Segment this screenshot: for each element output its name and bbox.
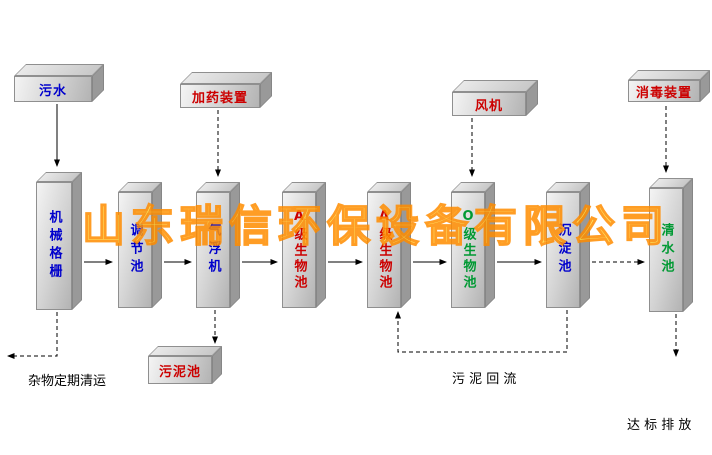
box-side-face (72, 172, 82, 310)
box-front-face: 机械格栅 (36, 182, 72, 310)
note-sludge-return: 污 泥 回 流 (452, 372, 517, 387)
box-front-face: 调节池 (118, 192, 152, 308)
box-bio-o-label: O级生物池 (460, 209, 476, 291)
box-grille-label: 机械格栅 (46, 210, 62, 282)
box-front-face: 污泥池 (148, 356, 212, 384)
box-front-face: 加药装置 (180, 84, 260, 108)
box-fan-label: 风机 (474, 98, 503, 114)
box-top-face (14, 64, 104, 76)
box-front-face: 清水池 (649, 188, 683, 312)
box-sludge-label: 污泥池 (158, 364, 201, 380)
box-sedimentation-label: 沉淀池 (555, 223, 571, 277)
arrow-sludge-return-line (395, 310, 568, 353)
box-front-face: O级生物池 (451, 192, 485, 308)
arrow-grille-to-waste-removal (7, 312, 58, 359)
box-dosing-label: 加药装置 (191, 90, 248, 106)
box-bio-a2-label: A级生物池 (376, 209, 392, 291)
box-front-face: A级生物池 (367, 192, 401, 308)
box-front-face: 气浮机 (196, 192, 230, 308)
box-regulating-label: 调节池 (127, 223, 143, 277)
box-side-face (683, 178, 693, 312)
box-front-face: 沉淀池 (546, 192, 580, 308)
box-disinfection-label: 消毒装置 (635, 85, 692, 101)
box-top-face (628, 70, 710, 80)
company-watermark: 山东瑞信环保设备有限公司 (81, 201, 670, 253)
note-waste-removal: 杂物定期清运 (28, 374, 107, 389)
box-front-face: 污水 (14, 76, 92, 102)
box-clear-label: 清水池 (658, 223, 674, 277)
box-top-face (452, 80, 538, 92)
box-front-face: 消毒装置 (628, 80, 700, 102)
box-sewage-label: 污水 (38, 83, 67, 99)
box-bio-a1-label: A级生物池 (291, 209, 307, 291)
box-front-face: 风机 (452, 92, 526, 116)
box-front-face: A级生物池 (282, 192, 316, 308)
box-top-face (180, 72, 272, 84)
box-top-face (148, 346, 222, 356)
box-flotation-label: 气浮机 (205, 223, 221, 277)
note-discharge: 达 标 排 放 (627, 418, 692, 433)
